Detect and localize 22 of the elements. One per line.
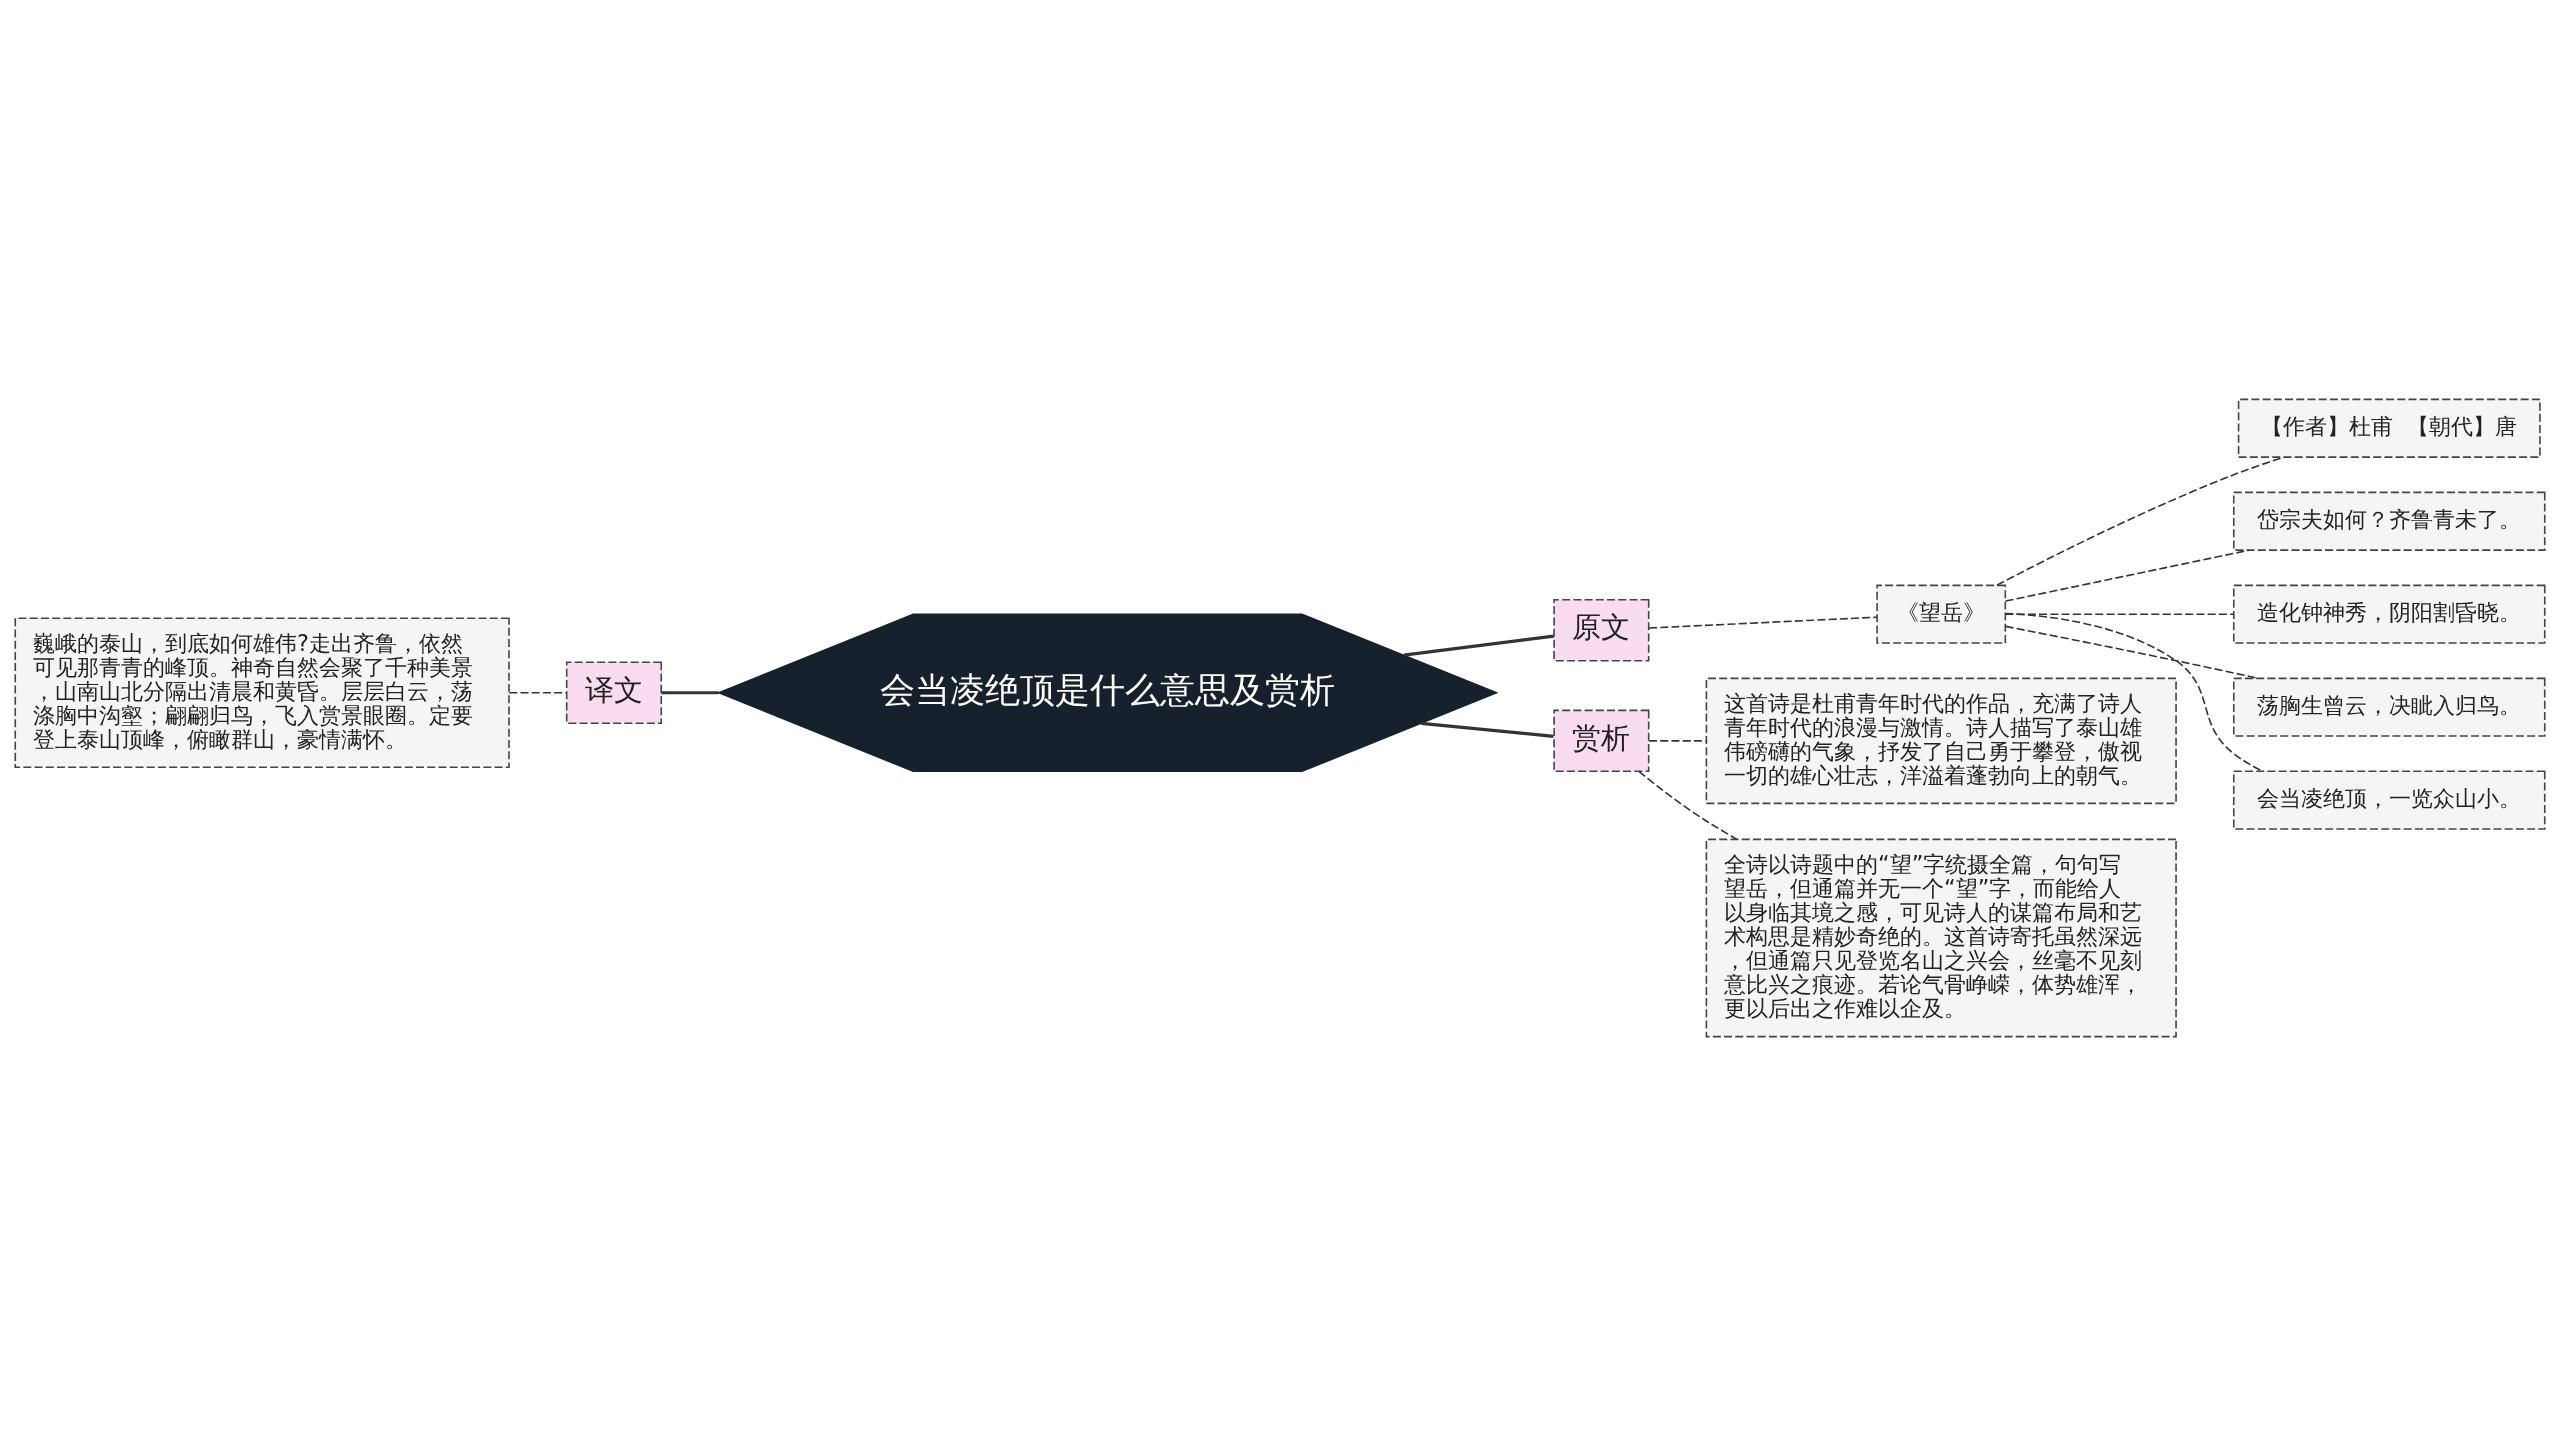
connector [1421,721,1554,738]
node-box: 全诗以诗题中的“望”字统摄全篇，句句写望岳，但通篇并无一个“望”字，而能给人以身临其境之感，可见诗人的谋篇布局和艺术构思是精妙奇绝的。这首诗寄托虽然深远，但通篇只见登览名山之兴会，丝毫不见刻意比兴之痕迹。若论气骨峥嵘，体势雄浑，更以后出之作难以企及。 [1705,838,2177,1037]
node-box: 这首诗是杜甫青年时代的作品，充满了诗人青年时代的浪漫与激情。诗人描写了泰山雄伟磅礴的气象，抒发了自己勇于攀登，傲视一切的雄心壮志，洋溢着蓬勃向上的朝气。 [1705,677,2177,804]
node-box: 《望岳》 [1876,584,2007,644]
connector [1638,770,1738,840]
connector [1648,739,1707,742]
connector [2004,612,2235,615]
connector [1403,634,1554,657]
connector [1996,455,2285,586]
node-box: 译文 [565,661,663,724]
connector [2004,548,2250,602]
node-box: 会当凌绝顶，一览众山小。 [2232,770,2546,830]
node-box: 【作者】杜甫 【朝代】唐 [2237,398,2541,458]
node-box: 原文 [1553,598,1650,661]
node-box: 岱宗夫如何？齐鲁青未了。 [2232,491,2546,551]
connector [661,690,719,694]
node-box: 赏析 [1553,709,1650,772]
node-box: 荡胸生曾云，决眦入归鸟。 [2232,677,2546,737]
node-box: 巍峨的泰山，到底如何雄伟?走出齐鲁，依然可见那青青的峰顶。神奇自然会聚了千种美景，山南山北分隔出清晨和黄昏。层层白云，荡涤胸中沟壑；翩翩归鸟，飞入赏景眼圈。定要登上泰山顶峰，俯瞰群山，豪情满怀。 [14,616,510,768]
connector [508,691,568,694]
node-box: 造化钟神秀，阴阳割昏晓。 [2232,584,2546,644]
connector [1648,615,1878,629]
